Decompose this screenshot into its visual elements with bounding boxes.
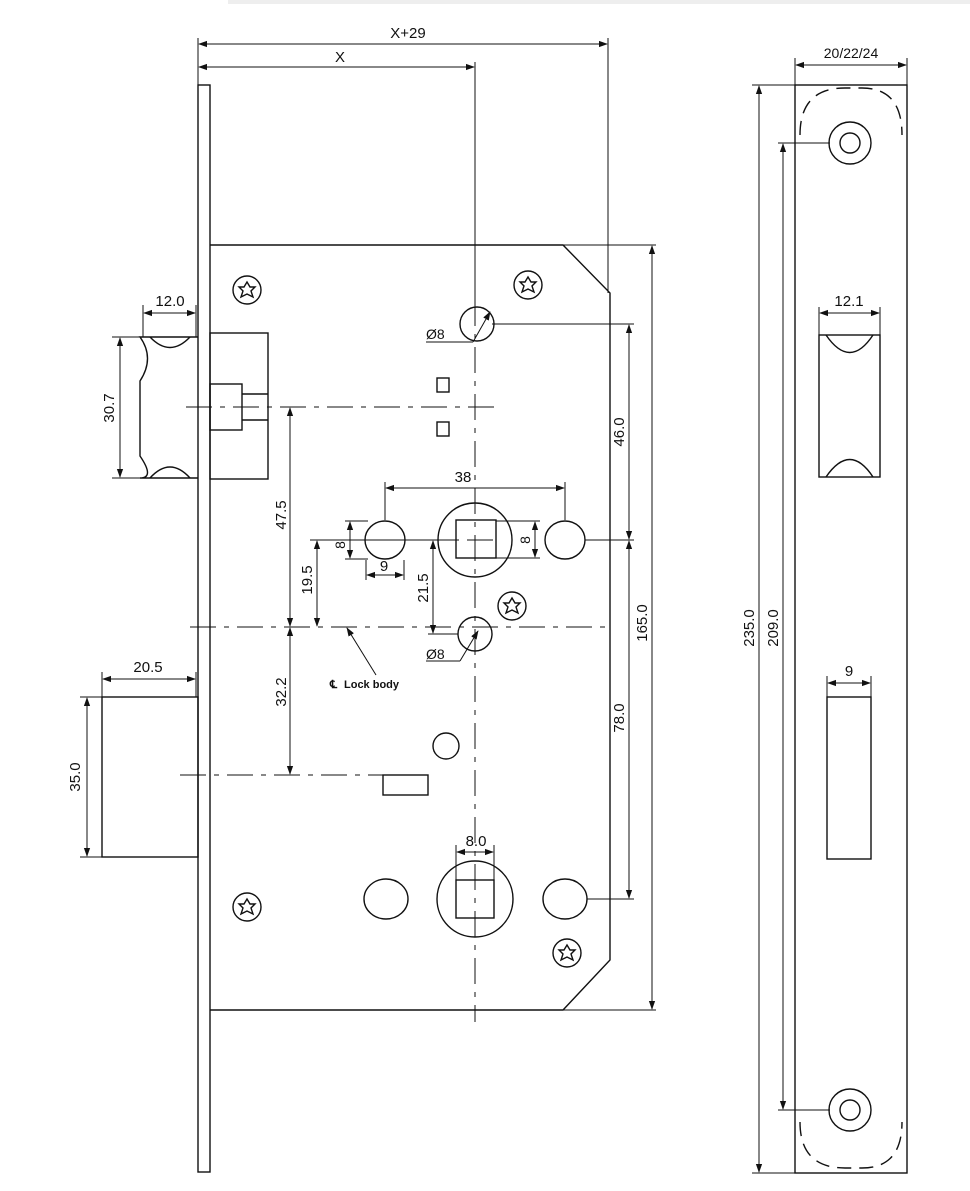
label-follower-to-lower-hole: 21.5: [415, 573, 432, 602]
label-follower-square: 8: [517, 536, 533, 544]
dead-bolt: [101, 696, 199, 858]
slot-hole: [382, 774, 429, 796]
lock-case-body: [210, 244, 611, 1011]
small-round-hole: [432, 732, 460, 760]
label-screw-pitch: 209.0: [765, 609, 782, 647]
faceplate-screw-top-inner: [839, 132, 861, 154]
faceplate-bolt-opening: [826, 696, 872, 860]
label-latch-height: 30.7: [101, 393, 118, 422]
label-hole-top: Ø8: [426, 326, 445, 342]
faceplate-top-rounding: [799, 87, 903, 136]
label-lock-body: Lock body: [344, 679, 400, 691]
label-thumbturn-square: 8.0: [466, 833, 487, 850]
label-center-to-bolt: 32.2: [273, 677, 290, 706]
screw-top-right: [513, 270, 543, 300]
latch-bolt: [138, 332, 269, 480]
label-follower-to-center: 19.5: [299, 565, 316, 594]
small-square-hole-1: [436, 377, 450, 393]
thumbturn-hole-left: [363, 878, 409, 920]
faceplate-latch-opening: [818, 334, 881, 478]
label-x29: X+29: [390, 25, 425, 42]
thumbturn-hole-right: [542, 878, 588, 920]
label-latch-projection: 12.0: [155, 293, 184, 310]
label-top-hole-to-follower: 46.0: [611, 417, 628, 446]
label-follower-to-thumbturn: 78.0: [611, 703, 628, 732]
label-strike-latch-width: 12.1: [834, 293, 863, 310]
screw-bottom-left: [232, 892, 262, 922]
label-lock-body-height: 165.0: [634, 604, 651, 642]
screw-middle: [497, 591, 527, 621]
guide-hole-right: [544, 520, 586, 560]
small-square-hole-2: [436, 421, 450, 437]
label-strike-bolt-width: 9: [845, 663, 853, 680]
label-faceplate-width: 20/22/24: [824, 45, 879, 61]
label-bolt-projection: 20.5: [133, 659, 162, 676]
label-guide-hole-height: 8: [332, 541, 348, 549]
label-faceplate-length: 235.0: [741, 609, 758, 647]
faceplate-screw-bottom-outer: [828, 1088, 872, 1132]
faceplate-screw-bottom-inner: [839, 1099, 861, 1121]
label-bolt-height: 35.0: [67, 762, 84, 791]
label-x: X: [335, 49, 345, 66]
faceplate-bottom-rounding: [799, 1121, 903, 1169]
centerline-symbol: ℄: [329, 679, 338, 691]
screw-bottom-right: [552, 938, 582, 968]
label-follower-pitch: 38: [455, 469, 472, 486]
forend-plate: [197, 84, 211, 1173]
faceplate-front: [794, 84, 908, 1174]
label-guide-hole-width: 9: [380, 558, 388, 575]
label-latch-to-handle: 47.5: [273, 500, 290, 529]
follower-square: [455, 519, 497, 559]
label-hole-lower: Ø8: [426, 646, 445, 662]
screw-top-left: [232, 275, 262, 305]
leader-lock-body: [346, 627, 377, 676]
top-border-band: [228, 0, 970, 4]
faceplate-screw-top-outer: [828, 121, 872, 165]
